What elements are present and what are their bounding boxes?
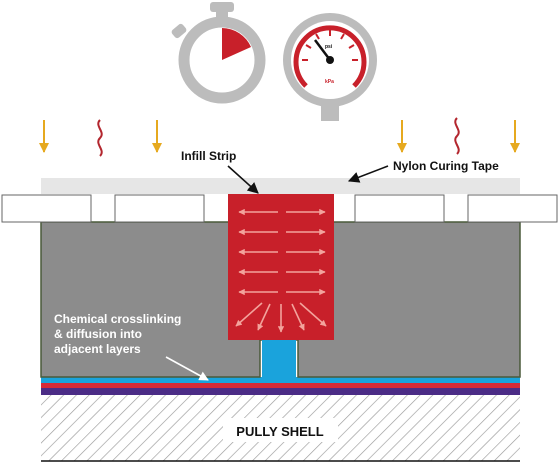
nylon-tape-label: Nylon Curing Tape (393, 159, 499, 173)
gauge-unit-psi: psi (325, 44, 333, 50)
crosslinking-label: Chemical crosslinking & diffusion into a… (54, 312, 181, 356)
heat-waves (97, 117, 460, 157)
crosslinking-line-3: adjacent layers (54, 342, 141, 356)
infill-diffusion-arrows (235, 208, 327, 333)
cover-segment (1, 194, 92, 223)
arrow-fan (235, 302, 327, 333)
cover-segments (1, 194, 558, 223)
infill-strip-label: Infill Strip (181, 149, 236, 163)
gauge-unit-kpa: kPa (325, 79, 334, 85)
crosslinking-leader (165, 356, 209, 381)
pressure-gauge-icon: psi kPa (283, 13, 377, 121)
crosslinking-line-1: Chemical crosslinking (54, 312, 181, 326)
red-layer (41, 383, 520, 388)
shell-label: PULLY SHELL (236, 424, 323, 439)
cover-segment (354, 194, 445, 223)
cover-segment (467, 194, 558, 223)
purple-layer (41, 388, 520, 395)
diffusion-column (262, 340, 296, 380)
cover-segment (114, 194, 205, 223)
crosslinking-line-2: & diffusion into (54, 327, 142, 341)
infill-strip-leader (227, 165, 259, 194)
heat-wave-icon (97, 119, 103, 157)
nylon-tape-leader (347, 165, 389, 183)
pressure-arrows (39, 120, 520, 153)
stopwatch-icon (171, 2, 266, 104)
arrow-row (238, 208, 326, 296)
nylon-curing-tape (41, 178, 520, 194)
heat-wave-icon (454, 117, 460, 155)
